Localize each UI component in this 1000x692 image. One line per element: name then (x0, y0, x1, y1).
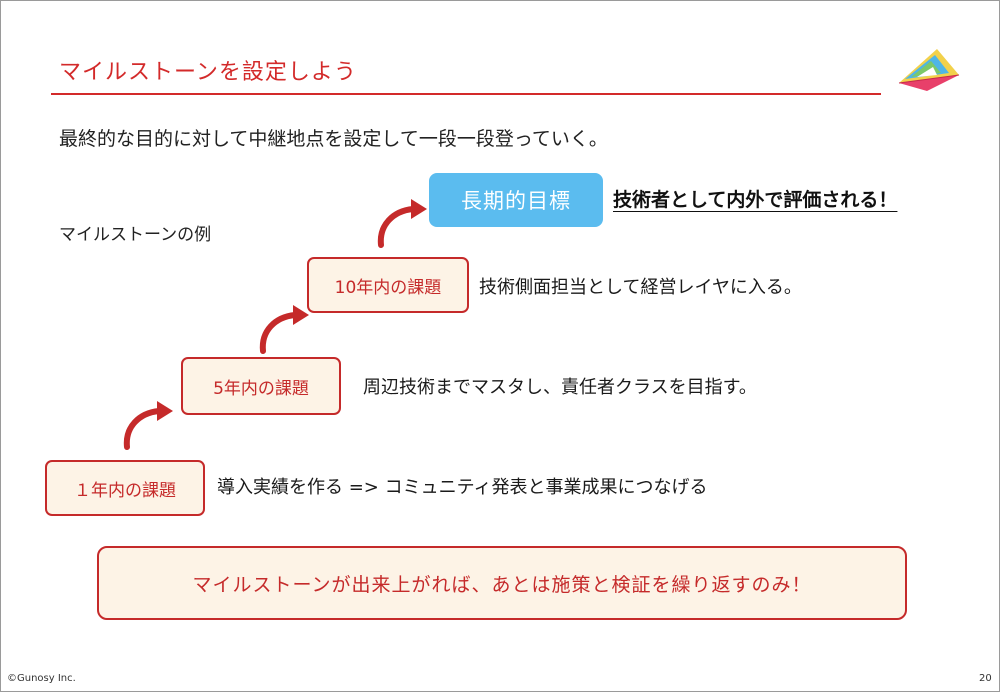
milestone-10-year-text: 技術側面担当として経営レイヤに入る。 (479, 277, 802, 298)
paper-plane-logo-icon (898, 49, 960, 91)
milestone-5-year-text: 周辺技術までマスタし、責任者クラスを目指す。 (363, 377, 757, 398)
goal-text: 技術者として内外で評価される！ (613, 189, 898, 211)
milestone-1-year-text: 導入実績を作る => コミュニティ発表と事業成果につなげる (217, 477, 708, 498)
milestone-1-year-box: １年内の課題 (45, 460, 205, 516)
copyright: ©Gunosy Inc. (7, 673, 76, 684)
example-label: マイルストーンの例 (59, 225, 212, 245)
page-number: 20 (979, 673, 992, 684)
curved-arrow-icon (259, 305, 309, 354)
subtitle: 最終的な目的に対して中継地点を設定して一段一段登っていく。 (59, 128, 608, 150)
curved-arrow-icon (377, 199, 427, 248)
title-underline (51, 93, 881, 95)
milestone-10-year-box: 10年内の課題 (307, 257, 469, 313)
goal-box: 長期的目標 (429, 173, 603, 227)
conclusion-box: マイルストーンが出来上がれば、あとは施策と検証を繰り返すのみ！ (97, 546, 907, 620)
milestone-5-year-box: 5年内の課題 (181, 357, 341, 415)
curved-arrow-icon (123, 401, 173, 450)
slide-title: マイルストーンを設定しよう (59, 60, 357, 85)
